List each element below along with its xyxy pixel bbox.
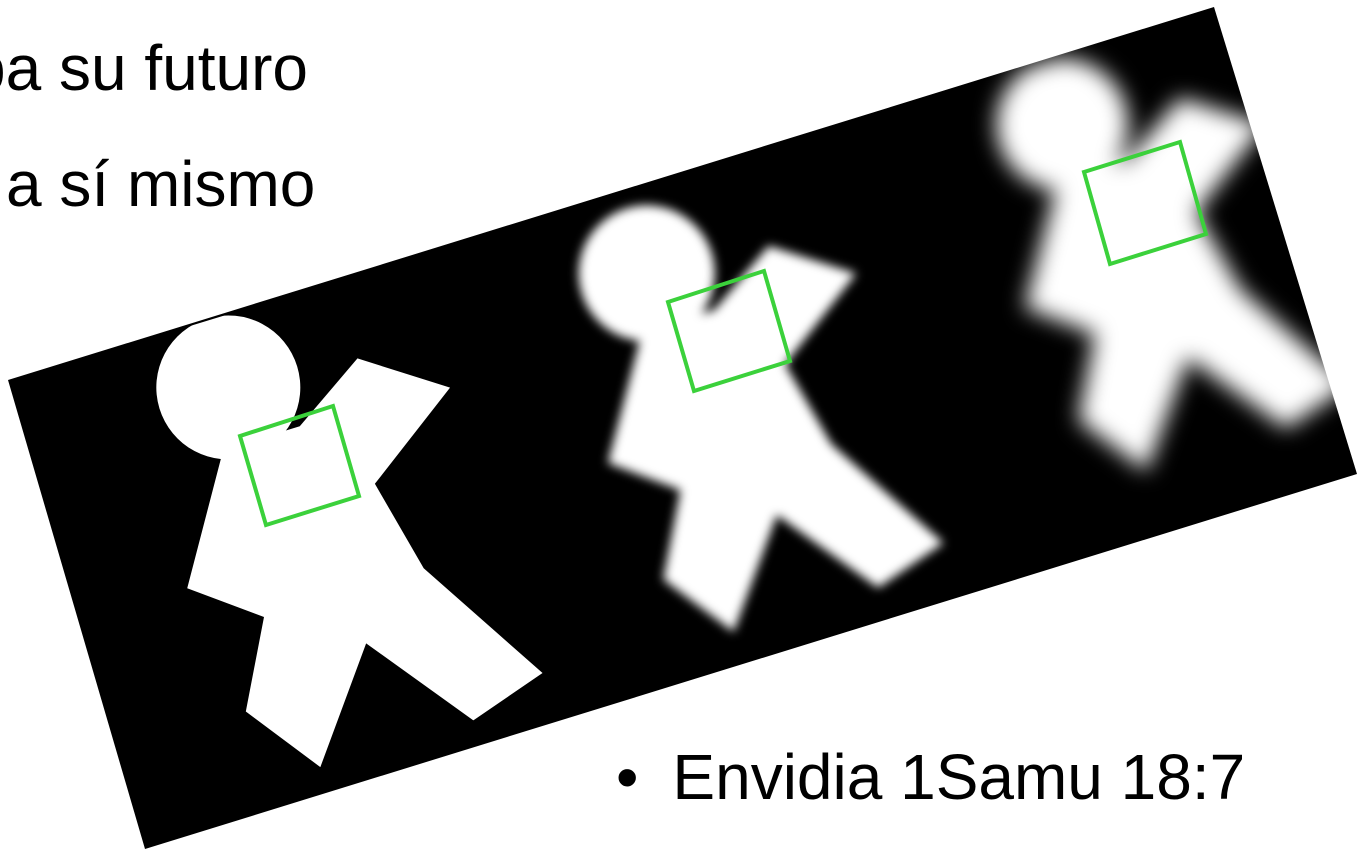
bullet-item: •Envidia 1Samu 18:7: [616, 745, 1245, 809]
focus-box-2: [665, 268, 793, 394]
bullet-icon: •: [616, 741, 639, 813]
slide-text-line-1: pa su futuro: [0, 32, 308, 104]
bullet-text: Envidia 1Samu 18:7: [672, 741, 1246, 813]
slide-text-line-2: a sí mismo: [6, 148, 316, 220]
focus-box-1: [237, 403, 362, 528]
focus-box-3: [1081, 139, 1209, 267]
